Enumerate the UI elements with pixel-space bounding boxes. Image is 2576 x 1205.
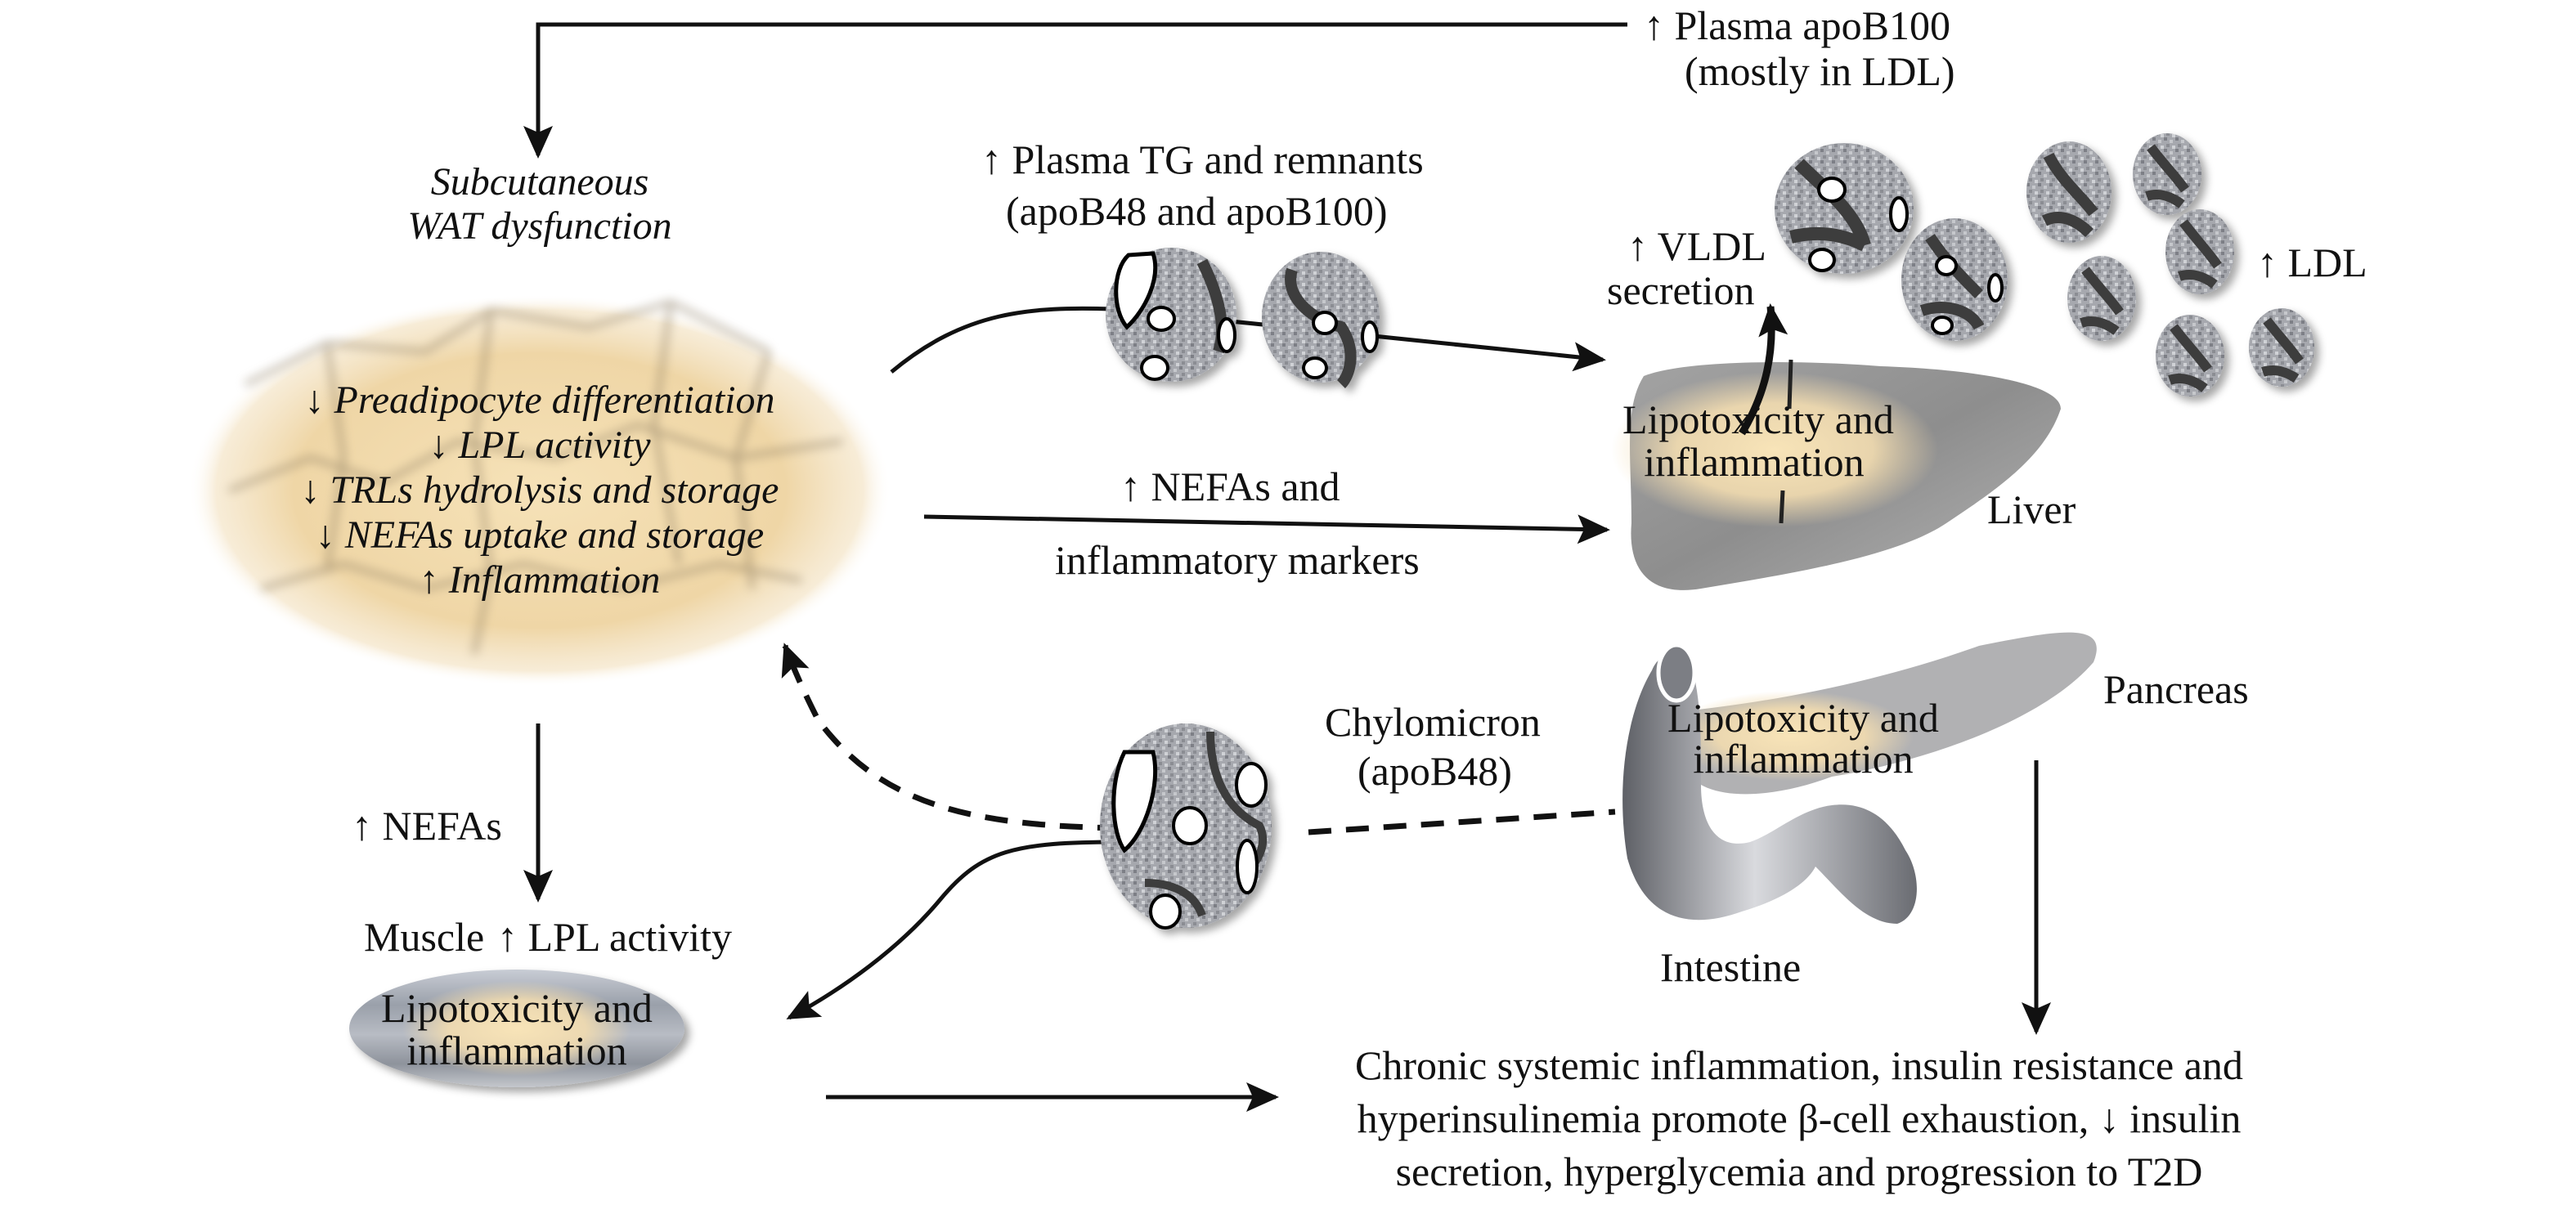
muscle-effect-line2: inflammation (406, 1028, 626, 1073)
wat-title-line2: WAT dysfunction (407, 204, 671, 248)
wat-effect-nefas: ↓ NEFAs uptake and storage (316, 513, 764, 557)
pancreas-illustration (1668, 632, 2097, 795)
ldl-particle (2249, 308, 2314, 387)
liver-label: Liver (1987, 486, 2076, 532)
liver-illustration (1611, 359, 2061, 590)
pancreas-effect-line1: Lipotoxicity and (1667, 695, 1939, 741)
chylomicron-to-wat-dashed-arrow (781, 643, 1121, 831)
outcome-line1: Chronic systemic inflammation, insulin r… (1355, 1042, 2243, 1088)
inflammatory-markers-label: inflammatory markers (1055, 537, 1420, 583)
ldl-label: ↑ LDL (2257, 240, 2367, 285)
wat-effect-lpl: ↓ LPL activity (429, 423, 651, 467)
ldl-particle (2165, 209, 2234, 294)
vldl-label: ↑ VLDL (1627, 223, 1766, 269)
chylomicron-particle (1100, 723, 1272, 930)
nefas-to-liver-arrow (923, 514, 1610, 544)
liver-effect-line1: Lipotoxicity and (1622, 396, 1894, 442)
outcome-line3: secretion, hyperglycemia and progression… (1396, 1149, 2203, 1194)
muscle-ellipse (349, 970, 684, 1087)
outcome-line2: hyperinsulinemia promote β-cell exhausti… (1358, 1095, 2242, 1141)
wat-title-line1: Subcutaneous (431, 160, 649, 204)
vldl-particle (1901, 218, 2008, 341)
muscle-effect-line1: Lipotoxicity and (381, 985, 653, 1031)
pancreas-label: Pancreas (2103, 666, 2249, 712)
plasma-apob100-label: ↑ Plasma apoB100 (1644, 2, 1950, 48)
wat-effect-inflammation: ↑ Inflammation (420, 558, 661, 602)
pancreas-effect-line2: inflammation (1693, 736, 1913, 782)
nefas-muscle-label: ↑ NEFAs (352, 803, 502, 849)
nefas-and-label: ↑ NEFAs and (1120, 464, 1340, 509)
intestine-label: Intestine (1660, 944, 1801, 990)
tg-remnants-arrow (890, 306, 1606, 374)
ldl-particle (2067, 256, 2136, 341)
plasma-tg-label: ↑ Plasma TG and remnants (981, 137, 1424, 182)
plasma-apob100-sublabel: (mostly in LDL) (1685, 48, 1955, 94)
wat-effect-preadipocyte: ↓ Preadipocyte differentiation (305, 379, 775, 422)
vldl-secretion-arrow (1739, 303, 1788, 436)
ldl-particle (2026, 141, 2112, 243)
intestine-to-chylomicron-dashed-line (1308, 809, 1616, 835)
vldl-sublabel: secretion (1607, 267, 1754, 313)
apob100-feedback-arrow (523, 22, 1627, 159)
muscle-label: Muscle (364, 914, 484, 960)
chylomicron-to-muscle-arrow (786, 840, 1121, 1020)
chylomicron-sublabel: (apoB48) (1358, 748, 1512, 794)
vldl-particle (1775, 143, 1914, 274)
ldl-particle (2156, 315, 2224, 396)
liver-effect-line2: inflammation (1644, 439, 1864, 485)
chylomicron-label: Chylomicron (1325, 699, 1541, 745)
adipose-tissue-ellipse (188, 294, 891, 687)
intestine-illustration (1622, 643, 1917, 924)
muscle-lpl-label: ↑ LPL activity (497, 914, 732, 960)
plasma-tg-sublabel: (apoB48 and apoB100) (1006, 188, 1388, 234)
remnant-particle (1262, 252, 1380, 388)
wat-effect-trls: ↓ TRLs hydrolysis and storage (301, 468, 779, 512)
ldl-particle (2133, 133, 2201, 215)
remnant-particle (1106, 248, 1236, 382)
